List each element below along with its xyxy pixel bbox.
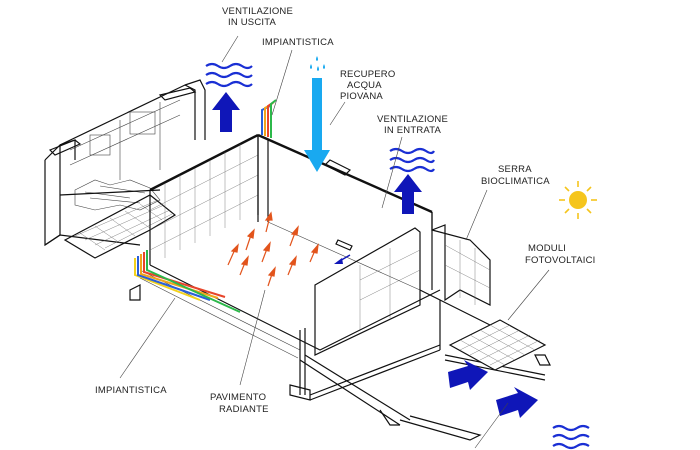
label-impiantistica-bottom: IMPIANTISTICA <box>95 385 167 396</box>
ventilation-out-arrow <box>212 92 240 132</box>
photovoltaic-modules <box>448 319 547 371</box>
wind-in-arrows <box>448 360 538 418</box>
label-ventilazione-entrata-1: VENTILAZIONE <box>377 114 448 125</box>
radiant-heat-arrows <box>227 211 319 287</box>
inflow-arrow-small <box>334 254 351 264</box>
label-recupero-1: RECUPERO <box>340 69 395 80</box>
label-moduli-1: MODULI <box>528 243 566 254</box>
label-recupero-2: ACQUA <box>347 80 382 91</box>
label-impiantistica-top: IMPIANTISTICA <box>262 37 334 48</box>
label-ventilazione-entrata-2: IN ENTRATA <box>384 125 442 136</box>
left-floor-grid <box>63 194 177 259</box>
label-serra-2: BIOCLIMATICA <box>481 176 550 187</box>
label-ventilazione-uscita-2: IN USCITA <box>228 17 277 28</box>
label-pavimento-1: PAVIMENTO <box>210 392 266 403</box>
left-back-wall <box>44 79 206 247</box>
ventilation-in-waves <box>389 147 435 173</box>
pipes-top <box>261 99 277 138</box>
label-serra-1: SERRA <box>498 164 532 175</box>
rainwater-arrow <box>304 78 330 172</box>
label-recupero-3: PIOVANA <box>340 91 383 102</box>
leader-lines <box>119 35 550 449</box>
label-moduli-2: FOTOVOLTAICI <box>525 255 596 266</box>
sun-icon <box>559 181 597 219</box>
label-pavimento-2: RADIANTE <box>219 404 269 415</box>
wind-in-waves <box>552 424 590 450</box>
ventilation-out-waves <box>205 62 253 88</box>
ventilation-in-arrow <box>394 174 422 214</box>
pipes-floor <box>134 250 241 313</box>
label-ventilazione-uscita-1: VENTILAZIONE <box>222 6 293 17</box>
rain-drops <box>310 56 325 71</box>
